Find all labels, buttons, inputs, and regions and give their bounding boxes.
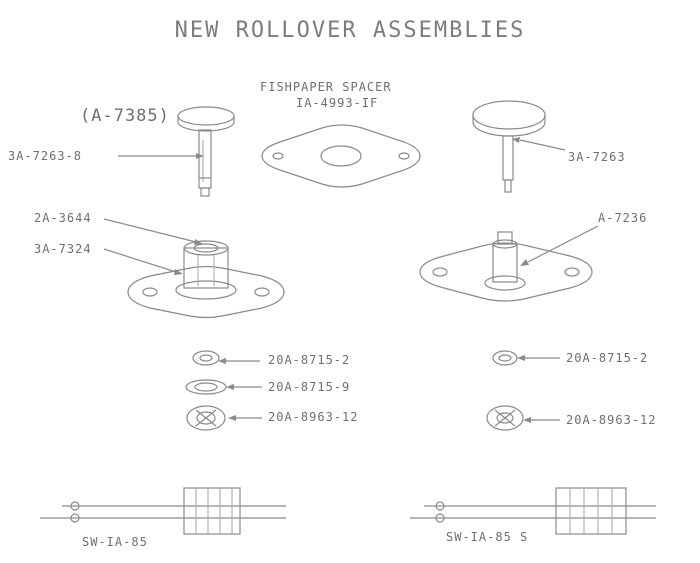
label-right-lockwasher: 20A-8963-12 bbox=[566, 413, 657, 427]
base-plate-3a7324 bbox=[127, 240, 285, 319]
right-washer-stack bbox=[486, 350, 524, 431]
label-left-washer1: 20A-8715-2 bbox=[268, 353, 351, 367]
leader-3a7263 bbox=[519, 139, 566, 151]
label-right-washer1: 20A-8715-2 bbox=[566, 351, 649, 365]
label-left-lockwasher: 20A-8963-12 bbox=[268, 410, 359, 424]
label-3a7263: 3A-7263 bbox=[568, 150, 626, 164]
label-sw-left: SW-IA-85 bbox=[82, 535, 148, 549]
left-washer-stack bbox=[185, 350, 227, 431]
fishpaper-spacer bbox=[261, 124, 421, 188]
switch-sw-ia-85 bbox=[40, 487, 286, 535]
knob-a7385 bbox=[177, 106, 235, 197]
label-fishpaper-line1: FISHPAPER SPACER bbox=[260, 80, 392, 94]
leader-3a7324 bbox=[103, 248, 177, 273]
switch-sw-ia-85-s bbox=[410, 487, 656, 535]
label-3a72638: 3A-7263-8 bbox=[8, 149, 83, 163]
label-2a3644: 2A-3644 bbox=[34, 211, 92, 225]
diagram-title: NEW ROLLOVER ASSEMBLIES bbox=[174, 18, 526, 43]
plate-a7236 bbox=[419, 231, 593, 302]
leader-a7236 bbox=[527, 225, 599, 263]
label-a7385: (A-7385) bbox=[80, 106, 170, 126]
label-left-washer2: 20A-8715-9 bbox=[268, 380, 351, 394]
leader-2a3644 bbox=[103, 218, 197, 243]
label-fishpaper-line2: IA-4993-IF bbox=[296, 96, 379, 110]
label-sw-right: SW-IA-85 S bbox=[446, 530, 529, 544]
label-3a7324: 3A-7324 bbox=[34, 242, 92, 256]
label-a7236: A-7236 bbox=[598, 211, 648, 225]
knob-3a7263 bbox=[472, 100, 546, 193]
